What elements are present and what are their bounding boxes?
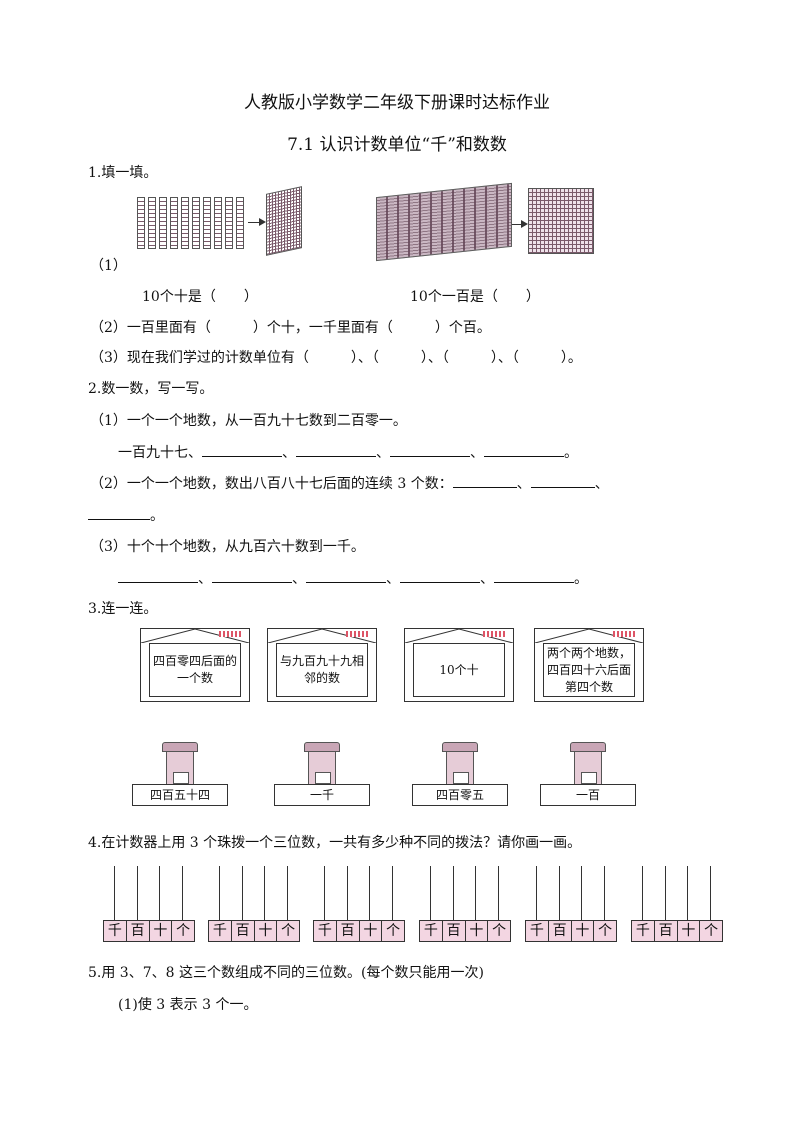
arrow-icon [512, 220, 528, 228]
stamp-icon [346, 631, 368, 637]
counting-frame[interactable]: 千百十个 [313, 866, 405, 942]
envelope[interactable]: 10个十 [404, 628, 514, 702]
q2-p2-wrap: 。 [88, 505, 164, 525]
envelope[interactable]: 两个两个地数，四百四十六后面第四个数 [534, 628, 644, 702]
counting-frame[interactable]: 千百十个 [631, 866, 723, 942]
q4-heading: 4.在计数器上用 3 个珠拨一个三位数，一共有多少种不同的拨法？请你画一画。 [88, 835, 582, 851]
q2-p3: （3）十个十个地数，从九百六十数到一千。 [90, 539, 365, 555]
envelope-flap-icon [141, 629, 249, 643]
ten-flats-illustration [376, 182, 512, 262]
envelope-text: 四百零四后面的一个数 [149, 643, 241, 697]
envelope-text: 10个十 [413, 643, 505, 697]
envelope[interactable]: 四百零四后面的一个数 [140, 628, 250, 702]
mailbox-icon [162, 742, 198, 791]
ten-rods-illustration [137, 197, 247, 249]
mailbox-label[interactable]: 一千 [274, 784, 370, 806]
mailbox-icon [304, 742, 340, 791]
envelope-text: 两个两个地数，四百四十六后面第四个数 [543, 643, 635, 697]
q1-caption-left: 10个十是（ ） [142, 289, 258, 305]
hundred-flat-illustration [266, 186, 302, 256]
page-title: 人教版小学数学二年级下册课时达标作业 [244, 93, 550, 113]
mailbox-icon [570, 742, 606, 791]
envelope[interactable]: 与九百九十九相邻的数 [267, 628, 377, 702]
counting-frame[interactable]: 千百十个 [208, 866, 300, 942]
counting-frame[interactable]: 千百十个 [419, 866, 511, 942]
stamp-icon [483, 631, 505, 637]
q2-p3-line: 、、、、。 [118, 568, 588, 588]
counting-frame[interactable]: 千百十个 [525, 866, 617, 942]
counting-frame[interactable]: 千百十个 [103, 866, 195, 942]
mailbox-icon [442, 742, 478, 791]
q1-caption-right: 10个一百是（ ） [410, 289, 540, 305]
q1-p1-label: （1） [90, 258, 127, 274]
envelope-flap-icon [405, 629, 513, 643]
q5-heading: 5.用 3、7、8 这三个数组成不同的三位数。(每个数只能用一次) [88, 965, 484, 981]
q2-p1: （1）一个一个地数，从一百九十七数到二百零一。 [90, 413, 407, 429]
q1-p3: （3）现在我们学过的计数单位有（ ）、（ ）、（ ）、（ ）。 [90, 350, 582, 366]
q3-heading: 3.连一连。 [88, 601, 158, 617]
mailbox-label[interactable]: 一百 [540, 784, 636, 806]
envelope-text: 与九百九十九相邻的数 [276, 643, 368, 697]
q1-p2: （2）一百里面有（ ）个十，一千里面有（ ）个百。 [90, 320, 491, 336]
thousand-cube-illustration [528, 188, 594, 254]
envelope-flap-icon [535, 629, 643, 643]
envelope-flap-icon [268, 629, 376, 643]
q5-p1: (1)使 3 表示 3 个一。 [118, 997, 258, 1013]
mailbox-label[interactable]: 四百零五 [412, 784, 508, 806]
q2-p1-line: 一百九十七、、、、。 [118, 442, 578, 462]
q2-heading: 2.数一数，写一写。 [88, 381, 214, 397]
lesson-subtitle: 7.1 认识计数单位“千”和数数 [287, 135, 507, 155]
arrow-icon [248, 218, 266, 226]
stamp-icon [219, 631, 241, 637]
q1-heading: 1.填一填。 [88, 165, 158, 181]
q2-p2-line: （2）一个一个地数，数出八百八十七后面的连续 3 个数：、、 [90, 473, 609, 493]
stamp-icon [613, 631, 635, 637]
mailbox-label[interactable]: 四百五十四 [132, 784, 228, 806]
